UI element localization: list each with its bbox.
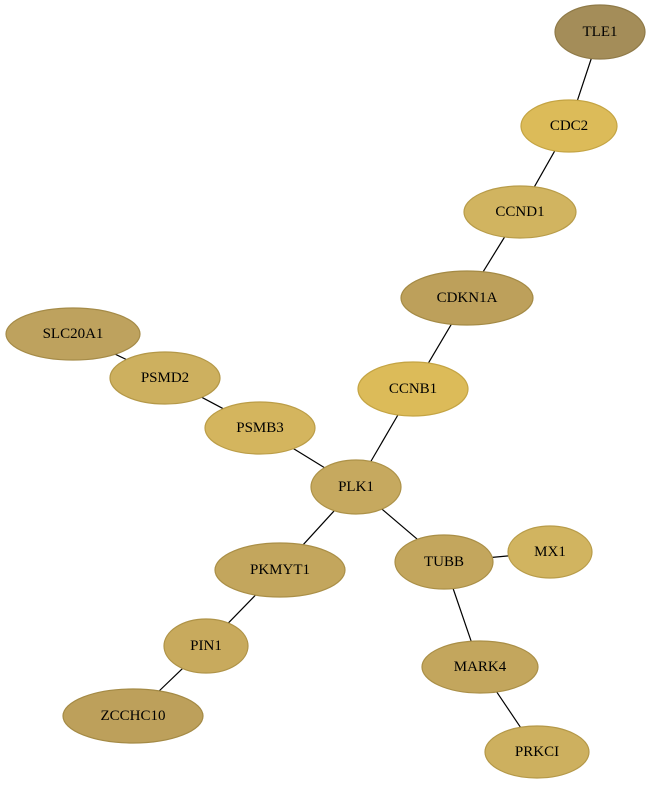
edge-psmd2-psmb3	[201, 396, 224, 410]
node-ellipse	[520, 99, 618, 153]
edge-plk1-pkmyt1	[302, 510, 335, 546]
node-pkmyt1[interactable]: PKMYT1	[214, 542, 346, 598]
edge-tle1-cdc2	[576, 58, 592, 101]
node-ellipse	[163, 618, 249, 674]
node-prkci[interactable]: PRKCI	[484, 725, 590, 779]
node-ellipse	[109, 351, 221, 405]
edge-ccnd1-cdkn1a	[482, 236, 506, 273]
node-ellipse	[394, 534, 494, 590]
node-label: CDC2	[550, 118, 588, 134]
node-label: CCND1	[495, 204, 544, 220]
node-label: ZCCHC10	[100, 708, 165, 724]
node-ellipse	[5, 307, 141, 361]
node-ellipse	[357, 361, 469, 417]
node-psmd2[interactable]: PSMD2	[109, 351, 221, 405]
edge-ccnb1-plk1	[370, 414, 399, 462]
edge-tubb-mark4	[452, 588, 472, 642]
node-ellipse	[400, 270, 534, 326]
node-cdkn1a[interactable]: CDKN1A	[400, 270, 534, 326]
node-label: TLE1	[583, 24, 618, 40]
node-ellipse	[554, 4, 646, 60]
node-ellipse	[463, 185, 577, 239]
node-label: TUBB	[424, 554, 464, 570]
node-ellipse	[62, 688, 204, 744]
edge-plk1-tubb	[381, 508, 418, 540]
node-label: MARK4	[454, 659, 507, 675]
edges-layer	[114, 58, 592, 728]
node-ellipse	[214, 542, 346, 598]
node-ellipse	[484, 725, 590, 779]
node-ellipse	[204, 401, 316, 455]
node-ellipse	[310, 459, 402, 515]
node-label: PLK1	[338, 479, 374, 495]
node-label: MX1	[534, 544, 566, 560]
node-ccnb1[interactable]: CCNB1	[357, 361, 469, 417]
node-label: PSMD2	[141, 370, 189, 386]
edge-pin1-zcchc10	[158, 667, 184, 692]
node-ccnd1[interactable]: CCND1	[463, 185, 577, 239]
node-mx1[interactable]: MX1	[507, 525, 593, 579]
node-label: PSMB3	[236, 420, 284, 436]
node-label: CDKN1A	[437, 290, 498, 306]
node-plk1[interactable]: PLK1	[310, 459, 402, 515]
node-tubb[interactable]: TUBB	[394, 534, 494, 590]
node-label: PIN1	[190, 638, 222, 654]
node-label: CCNB1	[389, 381, 437, 397]
edge-cdc2-ccnd1	[533, 150, 556, 188]
node-zcchc10[interactable]: ZCCHC10	[62, 688, 204, 744]
node-mark4[interactable]: MARK4	[421, 640, 539, 694]
edge-mark4-prkci	[496, 691, 521, 728]
node-slc20a1[interactable]: SLC20A1	[5, 307, 141, 361]
node-label: PRKCI	[515, 744, 559, 760]
edge-slc20a1-psmd2	[114, 353, 127, 361]
node-ellipse	[421, 640, 539, 694]
node-ellipse	[507, 525, 593, 579]
edge-psmb3-plk1	[293, 448, 325, 469]
node-label: PKMYT1	[250, 562, 310, 578]
node-pin1[interactable]: PIN1	[163, 618, 249, 674]
node-tle1[interactable]: TLE1	[554, 4, 646, 60]
node-cdc2[interactable]: CDC2	[520, 99, 618, 153]
edge-cdkn1a-ccnb1	[427, 323, 452, 364]
node-label: SLC20A1	[43, 326, 104, 342]
edge-tubb-mx1	[492, 555, 509, 558]
edge-pkmyt1-pin1	[227, 594, 257, 624]
node-psmb3[interactable]: PSMB3	[204, 401, 316, 455]
